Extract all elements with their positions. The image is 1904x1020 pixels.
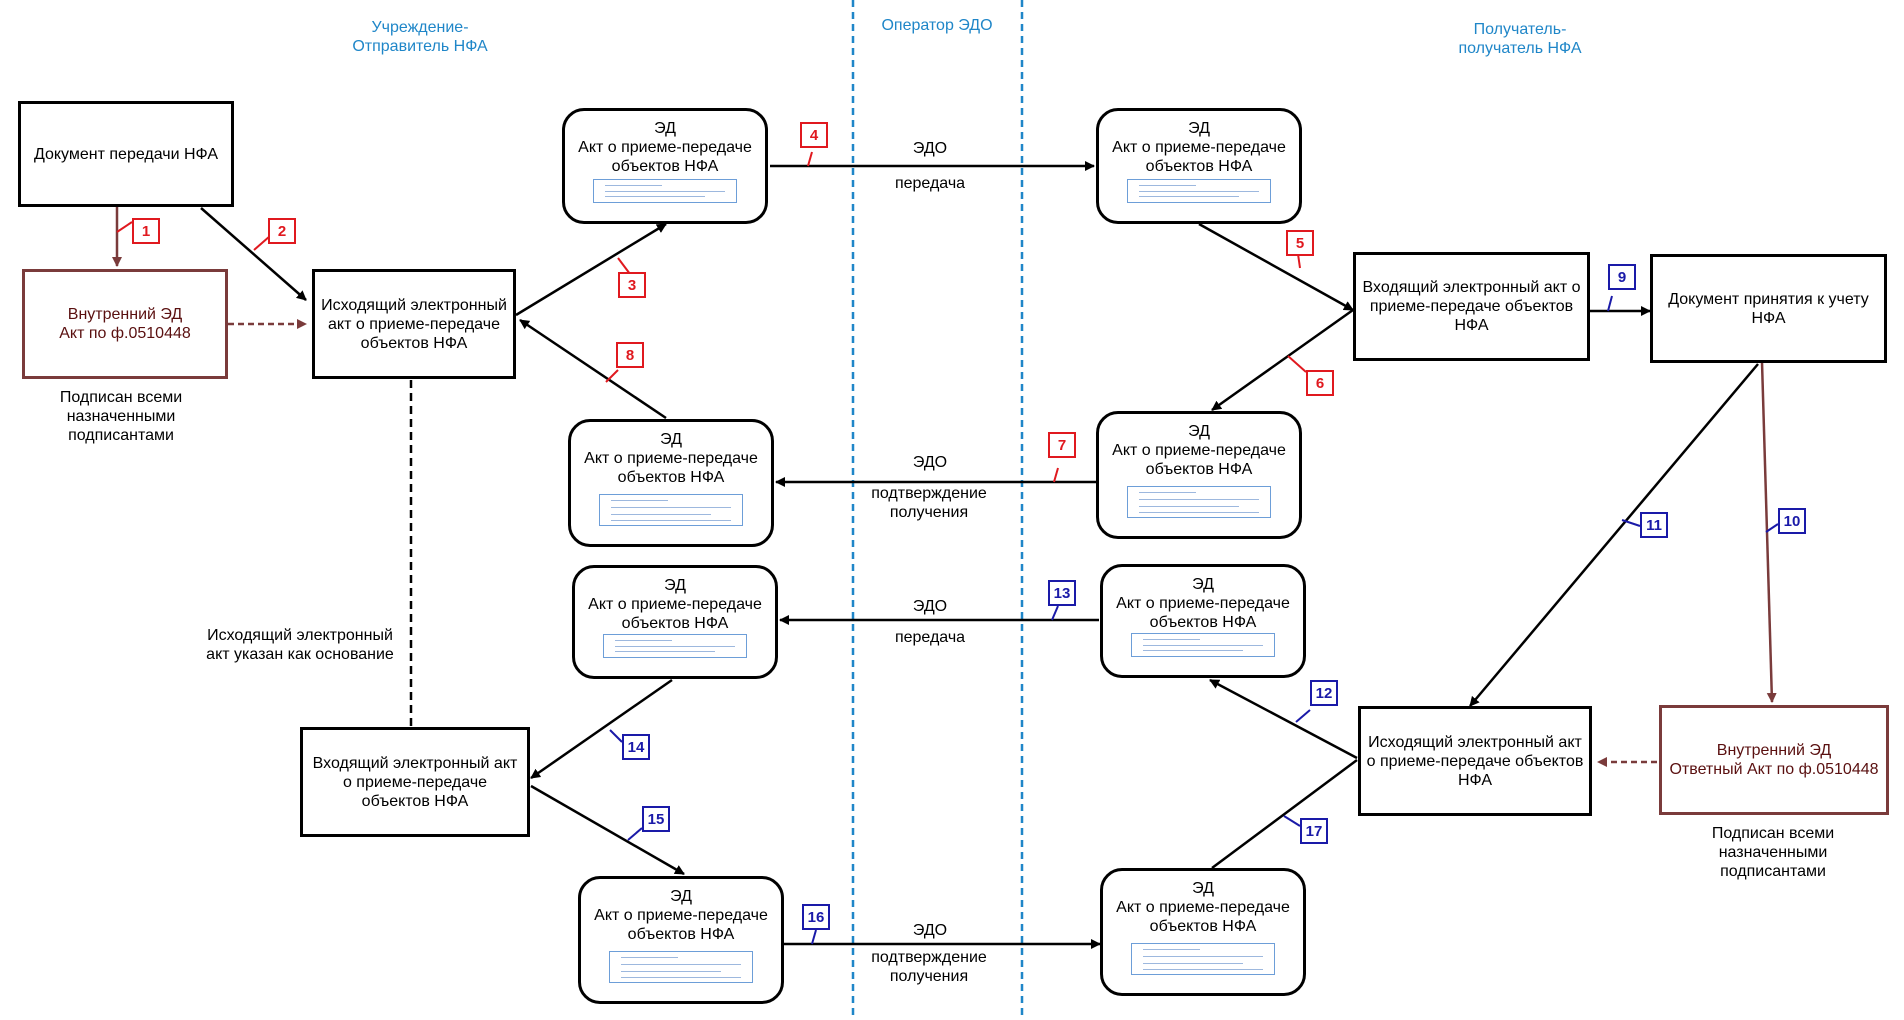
node-internal-sender: Внутренний ЭД Акт по ф.0510448: [22, 269, 228, 379]
doc-thumbnail: [1131, 633, 1275, 657]
step-badge-13: 13: [1048, 580, 1076, 606]
doc-thumbnail: [603, 634, 747, 658]
ed-low-right: ЭД Акт о приеме-передаче объектов НФА: [1100, 564, 1306, 678]
doc-thumbnail: [609, 951, 753, 983]
doc-thumbnail: [599, 494, 743, 526]
column-header-sender: Учреждение- Отправитель НФА: [352, 19, 488, 55]
edge-16-label-top: ЭДО: [912, 922, 948, 939]
step-badge-15: 15: [642, 806, 670, 832]
step-badge-8: 8: [616, 342, 644, 368]
node-outgoing-receiver: Исходящий электронный акт о приеме-перед…: [1358, 706, 1592, 816]
edge-17: [1211, 758, 1358, 870]
edge-2: [200, 207, 307, 301]
step-badge-6: 6: [1306, 370, 1334, 396]
note-basis: Исходящий электронный акт указан как осн…: [206, 627, 394, 663]
edge-8: [519, 318, 667, 420]
edge-4-label-top: ЭДО: [912, 140, 948, 157]
edge-6: [1211, 308, 1354, 412]
step-badge-3: 3: [618, 272, 646, 298]
node-doc-accept: Документ принятия к учету НФА: [1650, 254, 1887, 363]
edge-7-label-bottom: подтверждение получения: [871, 485, 987, 521]
step-badge-16: 16: [802, 904, 830, 930]
edge-14: [530, 678, 673, 780]
step-badge-1: 1: [132, 218, 160, 244]
ed-top-right: ЭД Акт о приеме-передаче объектов НФА: [1096, 108, 1302, 224]
note-signed-receiver: Подписан всеми назначенными подписантами: [1711, 825, 1835, 880]
step-badge-11: 11: [1640, 512, 1668, 538]
ed-low-left: ЭД Акт о приеме-передаче объектов НФА: [572, 565, 778, 679]
node-internal-receiver: Внутренний ЭД Ответный Акт по ф.0510448: [1659, 705, 1889, 815]
step-badge-2: 2: [268, 218, 296, 244]
edge-16-label-bottom: подтверждение получения: [871, 949, 987, 985]
edge-11: [1469, 363, 1759, 707]
edge-13-label-top: ЭДО: [912, 598, 948, 615]
note-signed-sender: Подписан всеми назначенными подписантами: [59, 389, 183, 444]
node-incoming-sender: Входящий электронный акт о приеме-переда…: [300, 727, 530, 837]
column-header-operator: Оператор ЭДО: [881, 17, 993, 34]
step-badge-12: 12: [1310, 680, 1338, 706]
ed-top-left: ЭД Акт о приеме-передаче объектов НФА: [562, 108, 768, 224]
doc-thumbnail: [1127, 179, 1271, 203]
edge-15: [530, 784, 685, 876]
edge-5: [1198, 222, 1354, 312]
step-badge-7: 7: [1048, 432, 1076, 458]
ed-mid-left: ЭД Акт о приеме-передаче объектов НФА: [568, 419, 774, 547]
step-badge-14: 14: [622, 734, 650, 760]
doc-thumbnail: [1131, 943, 1275, 975]
edge-3: [515, 222, 667, 317]
ed-bottom-left: ЭД Акт о приеме-передаче объектов НФА: [578, 876, 784, 1004]
node-doc-transfer: Документ передачи НФА: [18, 101, 234, 207]
column-header-receiver: Получатель- получатель НФА: [1458, 21, 1582, 57]
edge-7-label-top: ЭДО: [912, 454, 948, 471]
step-badge-17: 17: [1300, 818, 1328, 844]
node-incoming-receiver: Входящий электронный акт о приеме-переда…: [1353, 252, 1590, 361]
edge-4-label-bottom: передача: [894, 175, 966, 192]
doc-thumbnail: [1127, 486, 1271, 518]
edge-12: [1209, 678, 1358, 760]
ed-mid-right: ЭД Акт о приеме-передаче объектов НФА: [1096, 411, 1302, 539]
step-badge-4: 4: [800, 122, 828, 148]
step-badge-10: 10: [1778, 508, 1806, 534]
step-badge-9: 9: [1608, 264, 1636, 290]
node-outgoing-sender: Исходящий электронный акт о приеме-перед…: [312, 269, 516, 379]
step-badge-5: 5: [1286, 230, 1314, 256]
edge-13-label-bottom: передача: [894, 629, 966, 646]
doc-thumbnail: [593, 179, 737, 203]
ed-bottom-right: ЭД Акт о приеме-передаче объектов НФА: [1100, 868, 1306, 996]
